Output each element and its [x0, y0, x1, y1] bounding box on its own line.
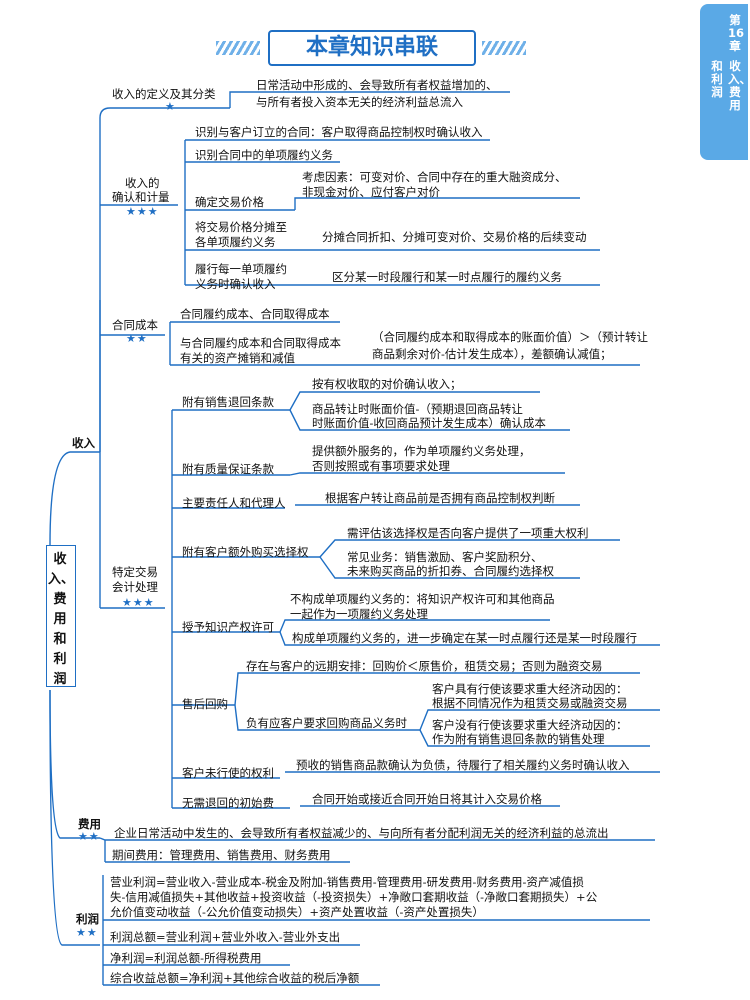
sp-repurchase-d2: 负有应客户要求回购商品义务时: [246, 716, 407, 730]
contract-cost-label: 合同成本: [112, 318, 158, 332]
l1-profit: 利润: [76, 912, 99, 926]
l1-expense: 费用: [78, 817, 101, 831]
recog-step3-detail2: 非现金对价、应付客户对价: [302, 185, 440, 199]
sp-repurchase-d2b1: 客户没有行使该要求重大经济动因的：: [432, 718, 628, 732]
sp-agent: 主要责任人和代理人: [182, 496, 286, 510]
sp-option-d1: 需评估该选择权是否向客户提供了一项重大权利: [347, 526, 589, 540]
profit-comprehensive: 综合收益总额=净利润+其他综合收益的税后净额: [110, 971, 360, 985]
recog-step4a: 将交易价格分摊至: [195, 220, 287, 234]
rev-def-desc1: 日常活动中形成的、会导致所有者权益增加的、: [256, 78, 498, 92]
side-tab-line2: 收入、费用: [728, 59, 750, 112]
sp-initial-fee-d1: 合同开始或接近合同开始日将其计入交易价格: [312, 792, 542, 806]
recog-label-1: 收入的: [125, 176, 160, 190]
expense-period: 期间费用：管理费用、销售费用、财务费用: [112, 848, 331, 862]
l1-revenue: 收入: [72, 436, 95, 450]
chapter-side-tab: [700, 4, 748, 160]
special-label-2: 会计处理: [112, 580, 158, 594]
sp-option: 附有客户额外购买选择权: [182, 545, 309, 559]
profit-operating-1: 营业利润=营业收入-营业成本-税金及附加-销售费用-管理费用-研发费用-财务费用…: [110, 875, 584, 889]
recog-step1: 识别与客户订立的合同：客户取得商品控制权时确认收入: [195, 125, 483, 139]
contract-cost-c2b: 有关的资产摊销和减值: [180, 351, 295, 365]
sp-repurchase-d1: 存在与客户的远期安排：回购价＜原售价，租赁交易；否则为融资交易: [246, 659, 603, 673]
sp-warranty-d2: 否则按照或有事项要求处理: [312, 459, 450, 473]
side-tab-line3: 和利润: [711, 59, 723, 99]
recog-step5b: 义务时确认收入: [195, 277, 276, 291]
contract-cost-stars: ★★: [126, 332, 148, 345]
contract-cost-c2-detail2: 商品剩余对价-估计发生成本），差额确认减值；: [372, 347, 612, 361]
rev-def-stars: ★: [165, 100, 176, 113]
sp-warranty: 附有质量保证条款: [182, 462, 274, 476]
sp-warranty-d1: 提供额外服务的，作为单项履约义务处理，: [312, 444, 531, 458]
title-frame: [268, 30, 476, 66]
recog-step4-detail: 分摊合同折扣、分摊可变对价、交易价格的后续变动: [322, 230, 587, 244]
sp-return: 附有销售退回条款: [182, 395, 274, 409]
sp-option-d2a: 常见业务：销售激励、客户奖励积分、: [347, 550, 543, 564]
sp-unexercised-d1: 预收的销售商品款确认为负债，待履行了相关履约义务时确认收入: [296, 758, 630, 772]
recog-step3-detail1: 考虑因素：可变对价、合同中存在的重大融资成分、: [302, 170, 567, 184]
title-stripe-left: [216, 41, 260, 55]
sp-initial-fee: 无需退回的初始费: [182, 796, 274, 810]
contract-cost-c2-detail1: （合同履约成本和取得成本的账面价值）＞（预计转让: [372, 330, 648, 344]
recog-step5-detail: 区分某一时段履行和某一时点履行的履约义务: [332, 270, 562, 284]
expense-stars: ★★: [78, 830, 100, 843]
sp-unexercised: 客户未行使的权利: [182, 766, 274, 780]
special-label-1: 特定交易: [112, 565, 158, 579]
sp-return-d2a: 商品转让时账面价值-（预期退回商品转让: [312, 402, 523, 416]
recog-step3: 确定交易价格: [195, 195, 264, 209]
sp-ip-d1a: 不构成单项履约义务的：将知识产权许可和其他商品: [290, 592, 555, 606]
side-tab-line1: 第16章: [728, 13, 745, 53]
sp-ip-d1b: 一起作为一项履约义务处理: [290, 607, 428, 621]
sp-repurchase: 售后回购: [182, 697, 228, 711]
sp-agent-d1: 根据客户转让商品前是否拥有商品控制权判断: [325, 491, 555, 505]
profit-net: 净利润=利润总额-所得税费用: [110, 951, 262, 965]
profit-stars: ★★: [76, 926, 98, 939]
page-title: 本章知识串联: [305, 35, 438, 60]
sp-repurchase-d2a2: 根据不同情况作为租赁交易或融资交易: [432, 696, 628, 710]
recog-stars: ★★★: [126, 205, 159, 218]
expense-def: 企业日常活动中发生的、会导致所有者权益减少的、与向所有者分配利润无关的经济利益的…: [114, 826, 609, 840]
profit-total: 利润总额=营业利润+营业外收入-营业外支出: [110, 930, 341, 944]
sp-repurchase-d2a1: 客户具有行使该要求重大经济动因的：: [432, 682, 628, 696]
rev-def-label: 收入的定义及其分类: [112, 87, 216, 101]
sp-return-d1: 按有权收取的对价确认收入；: [312, 377, 462, 391]
profit-operating-2: 失-信用减值损失+其他收益+投资收益（-投资损失）+净敞口套期收益（-净敞口套期…: [110, 890, 598, 904]
sp-ip-d2: 构成单项履约义务的，进一步确定在某一时点履行还是某一时段履行: [292, 631, 637, 645]
contract-cost-c1: 合同履约成本、合同取得成本: [180, 307, 330, 321]
sp-repurchase-d2b2: 作为附有销售退回条款的销售处理: [432, 732, 605, 746]
recog-step2: 识别合同中的单项履约义务: [195, 148, 333, 162]
title-stripe-right: [482, 41, 526, 55]
profit-operating-3: 允价值变动收益（-公允价值变动损失）+资产处置收益（-资产处置损失）: [110, 905, 484, 919]
special-stars: ★★★: [122, 596, 155, 609]
recog-step4b: 各单项履约义务: [195, 235, 276, 249]
sp-return-d2b: 时账面价值-收回商品预计发生成本）确认成本: [312, 416, 546, 430]
recog-step5a: 履行每一单项履约: [195, 262, 287, 276]
sp-option-d2b: 未来购买商品的折扣券、合同履约选择权: [347, 564, 554, 578]
contract-cost-c2a: 与合同履约成本和合同取得成本: [180, 336, 341, 350]
sp-ip: 授予知识产权许可: [182, 620, 274, 634]
root-node: 收入、费用和利润: [48, 552, 75, 687]
root-node-frame: [46, 545, 76, 687]
rev-def-desc2: 与所有者投入资本无关的经济利益总流入: [256, 95, 463, 109]
recog-label-2: 确认和计量: [112, 190, 170, 204]
